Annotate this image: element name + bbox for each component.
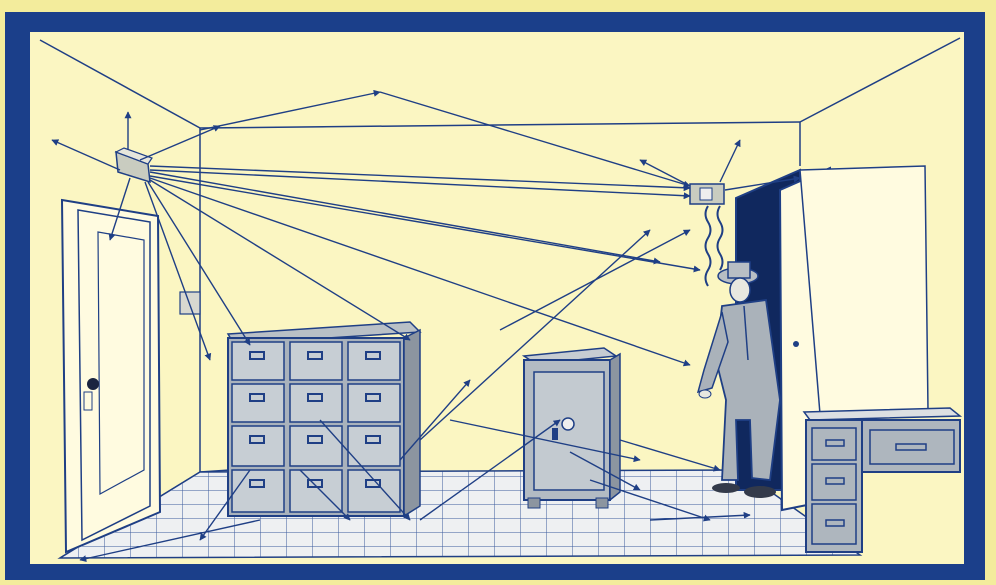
wall-switch <box>180 292 200 314</box>
left-door <box>62 200 160 552</box>
safe <box>524 348 620 508</box>
right-receiver-icon <box>690 184 724 204</box>
filing-cabinets <box>228 322 420 516</box>
door-knob <box>87 378 99 390</box>
safe-dial-icon <box>562 418 574 430</box>
